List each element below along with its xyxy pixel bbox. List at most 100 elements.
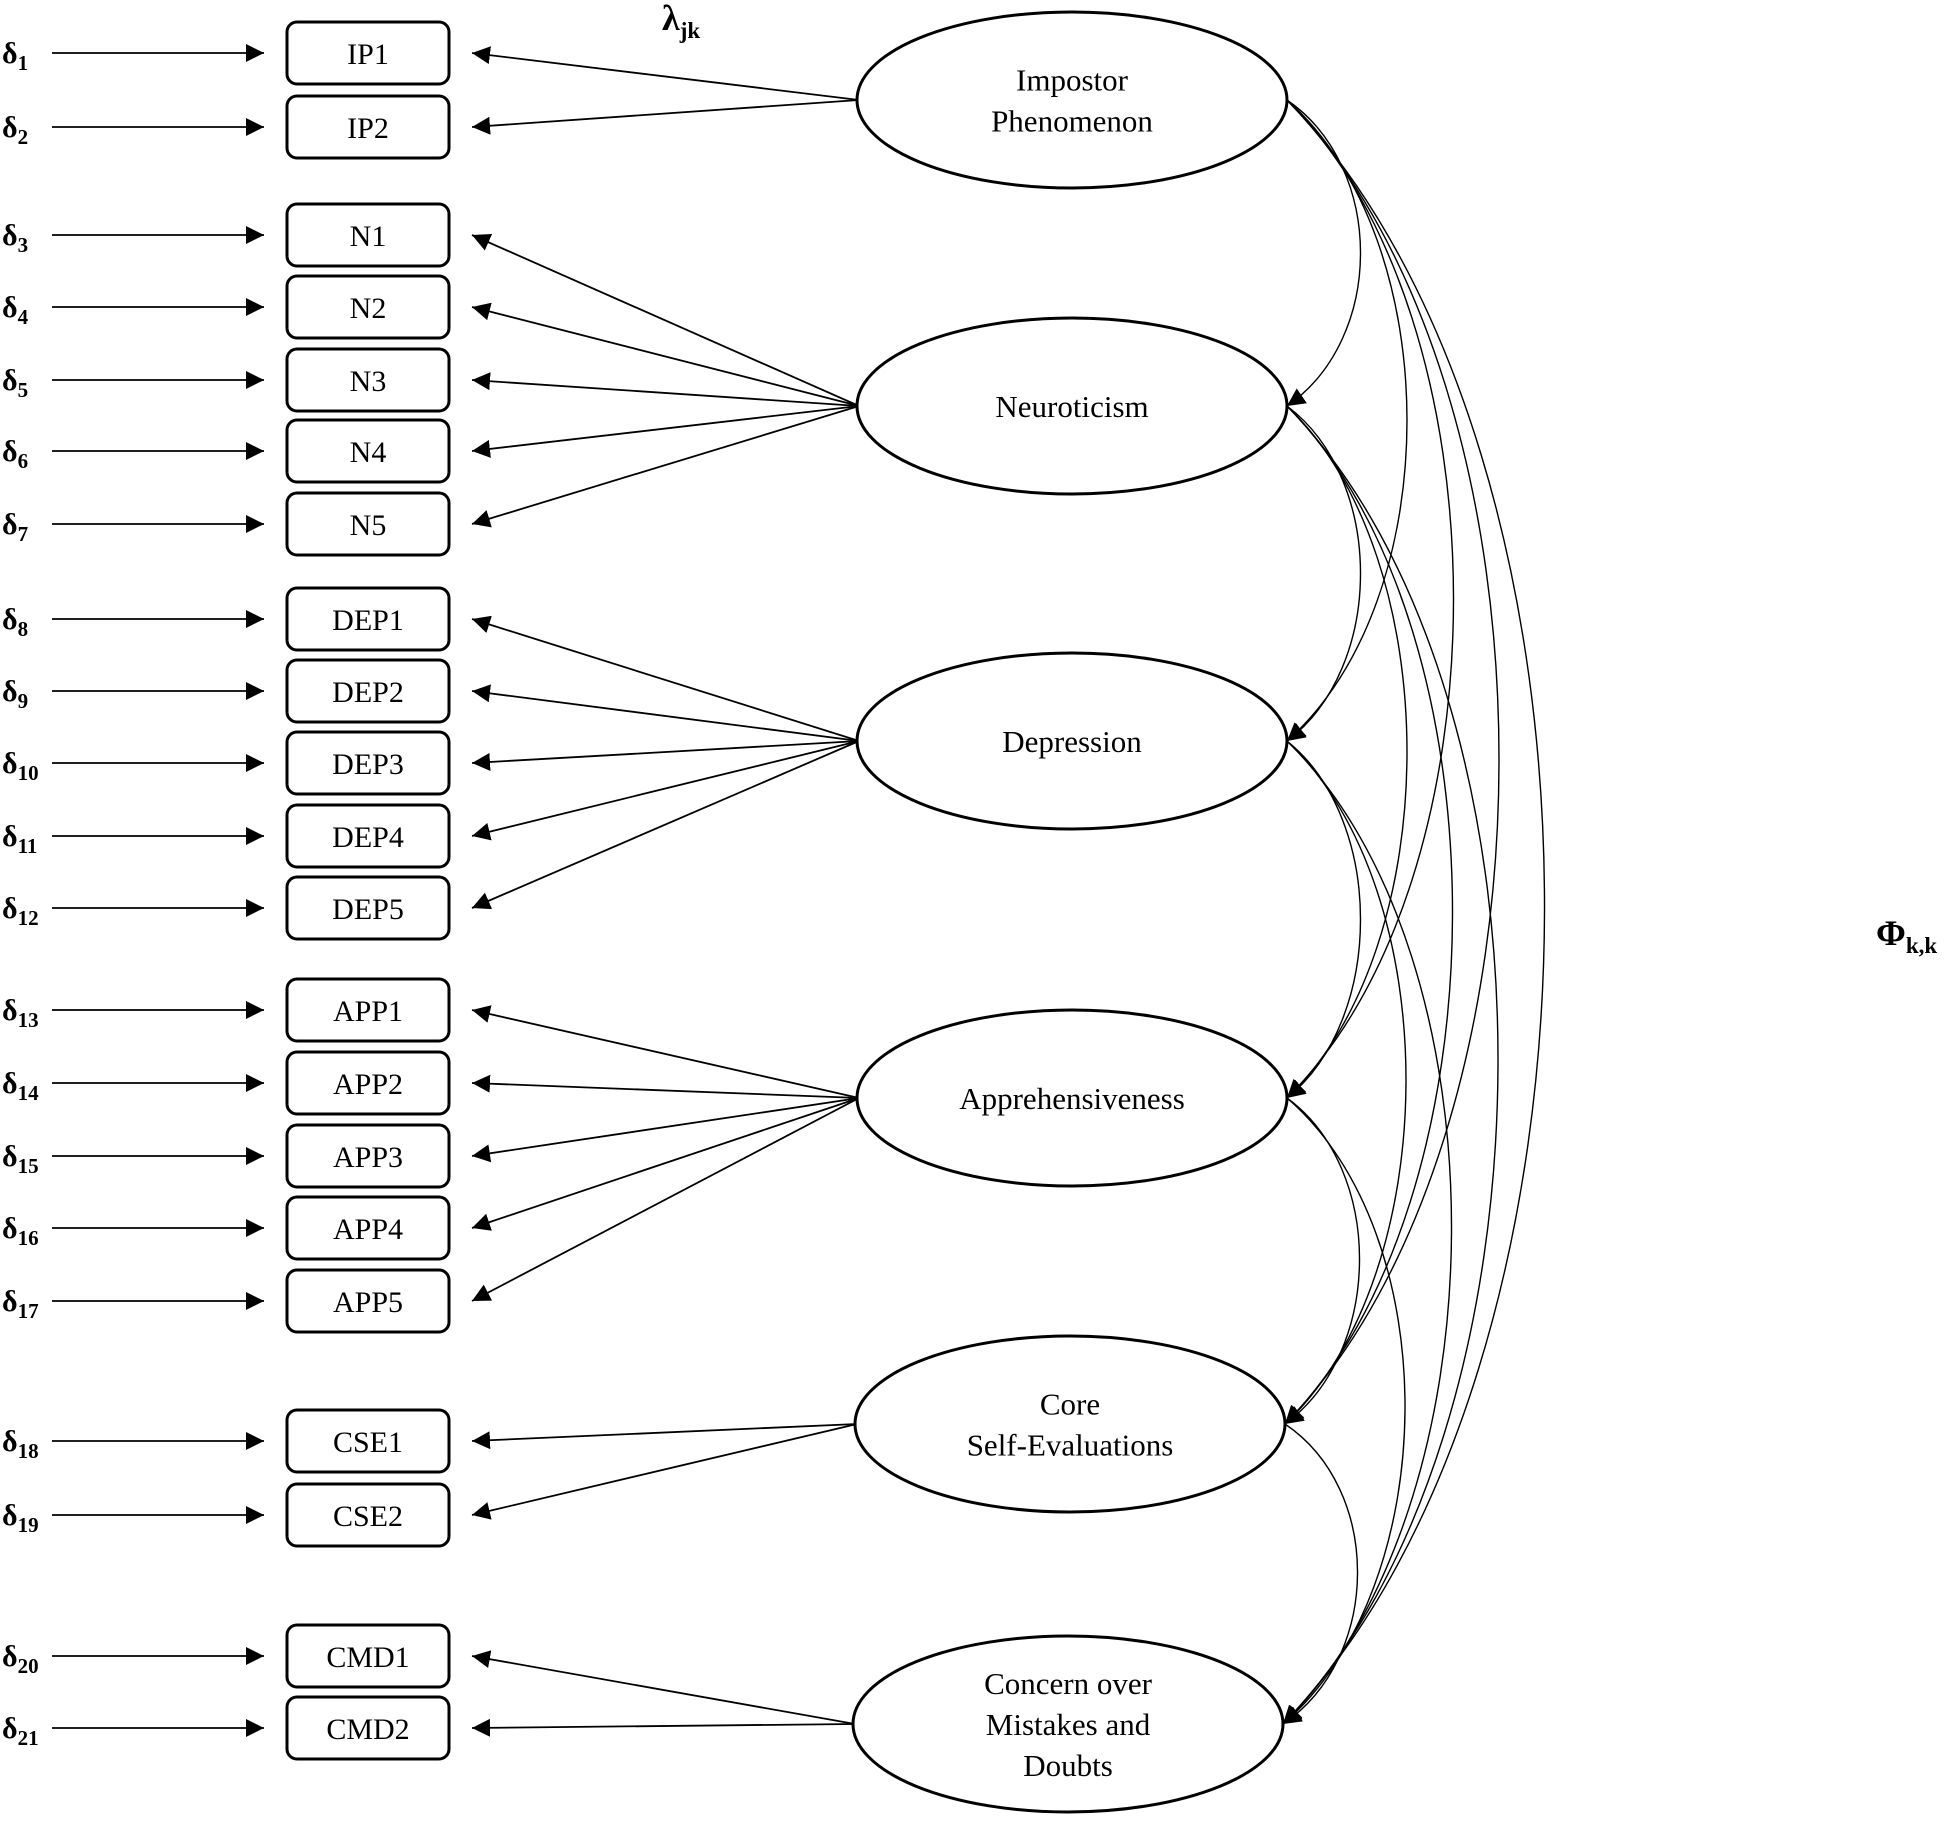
loading-arrow-cmd1	[471, 1650, 856, 1725]
indicator-box	[285, 347, 451, 413]
indicator-cse2: CSE2	[285, 1482, 451, 1548]
indicator-label: N4	[350, 436, 387, 469]
indicator-box	[285, 94, 451, 160]
loading-arrow-n2	[471, 302, 860, 407]
error-label-21: δ21	[2, 1712, 39, 1750]
indicator-dep4: DEP4	[285, 803, 451, 869]
loading-arrow-n4	[471, 405, 860, 458]
indicator-dep1: DEP1	[285, 586, 451, 652]
indicator-ip1: IP1	[285, 20, 451, 86]
error-label-16: δ16	[2, 1212, 39, 1250]
indicator-box	[285, 977, 451, 1043]
latent-factors: ImpostorPhenomenonNeuroticismDepressionA…	[851, 10, 1289, 1814]
loading-arrow-cse2	[471, 1423, 858, 1520]
factor-covariances	[1265, 80, 1546, 1725]
loading-arrow-dep3	[471, 740, 860, 771]
factor-loadings	[471, 46, 860, 1737]
indicator-label: DEP5	[332, 893, 404, 926]
indicator-label: N2	[350, 292, 387, 325]
indicator-label: DEP4	[332, 821, 404, 854]
indicator-label: IP2	[347, 112, 389, 145]
indicator-label: IP1	[347, 38, 389, 71]
factor-ellipse	[855, 651, 1289, 831]
indicator-box	[285, 491, 451, 557]
covariance-curve-ip-n	[1267, 82, 1362, 407]
indicator-box	[285, 418, 451, 484]
indicator-app2: APP2	[285, 1050, 451, 1116]
indicator-dep5: DEP5	[285, 875, 451, 941]
indicator-dep2: DEP2	[285, 658, 451, 724]
error-label-4: δ4	[2, 291, 29, 329]
indicator-box	[285, 803, 451, 869]
factor-ellipse	[851, 1634, 1285, 1814]
indicator-cmd1: CMD1	[285, 1623, 451, 1689]
loading-arrow-n1	[471, 234, 860, 407]
indicator-app3: APP3	[285, 1123, 451, 1189]
indicator-label: APP3	[333, 1141, 403, 1174]
loading-arrow-app4	[471, 1097, 860, 1231]
covariance-curve-dep-cmd	[1267, 721, 1453, 1725]
factor-label-line: Apprehensiveness	[959, 1081, 1185, 1116]
indicator-cse1: CSE1	[285, 1408, 451, 1474]
indicator-box	[285, 1623, 451, 1689]
indicator-box	[285, 202, 451, 268]
indicator-dep3: DEP3	[285, 730, 451, 796]
loading-symbol: λjk	[662, 0, 700, 43]
indicator-box	[285, 586, 451, 652]
indicator-label: APP4	[333, 1213, 403, 1246]
error-label-14: δ14	[2, 1067, 39, 1105]
loading-arrow-ip2	[471, 99, 860, 135]
factor-app: Apprehensiveness	[855, 1008, 1289, 1188]
indicator-box	[285, 730, 451, 796]
factor-label-line: Self-Evaluations	[967, 1428, 1174, 1463]
loading-arrow-dep4	[471, 740, 860, 841]
error-label-8: δ8	[2, 603, 28, 641]
factor-ellipse	[855, 316, 1289, 496]
loading-arrow-dep5	[471, 740, 860, 910]
error-label-12: δ12	[2, 892, 39, 930]
covariance-curve-n-cse	[1267, 386, 1454, 1425]
indicator-label: DEP1	[332, 604, 404, 637]
indicator-n3: N3	[285, 347, 451, 413]
covariance-curve-ip-cmd	[1268, 80, 1546, 1725]
indicator-n4: N4	[285, 418, 451, 484]
error-label-6: δ6	[2, 435, 28, 473]
indicator-box	[285, 875, 451, 941]
indicator-cmd2: CMD2	[285, 1695, 451, 1761]
covariance-curve-n-app	[1267, 387, 1408, 1099]
factor-label-line: Depression	[1002, 724, 1142, 759]
indicator-label: APP2	[333, 1068, 403, 1101]
loading-arrow-cse1	[471, 1423, 858, 1450]
loading-arrow-app1	[471, 1005, 860, 1099]
indicator-box	[285, 1408, 451, 1474]
indicator-box	[285, 20, 451, 86]
covariance-curve-app-cmd	[1267, 1079, 1406, 1725]
factor-label-line: Mistakes and	[986, 1707, 1151, 1742]
indicator-boxes: IP1IP2N1N2N3N4N5DEP1DEP2DEP3DEP4DEP5APP1…	[285, 20, 451, 1761]
covariance-symbol: Φk,k	[1876, 913, 1937, 958]
factor-n: Neuroticism	[855, 316, 1289, 496]
indicator-label: APP5	[333, 1286, 403, 1319]
loading-arrow-app3	[471, 1097, 860, 1163]
error-label-15: δ15	[2, 1140, 39, 1178]
indicator-label: CSE1	[333, 1426, 403, 1459]
indicator-label: CMD1	[326, 1641, 409, 1674]
factor-ellipse	[855, 10, 1289, 190]
indicator-label: N3	[350, 365, 387, 398]
error-label-9: δ9	[2, 675, 28, 713]
covariance-curve-dep-app	[1267, 722, 1362, 1099]
covariance-curve-ip-dep	[1267, 81, 1408, 742]
factor-ellipse	[855, 1008, 1289, 1188]
indicator-label: APP1	[333, 995, 403, 1028]
covariance-curve-ip-app	[1267, 80, 1455, 1099]
error-label-1: δ1	[2, 37, 28, 75]
indicator-app1: APP1	[285, 977, 451, 1043]
indicator-app5: APP5	[285, 1268, 451, 1334]
factor-ellipse	[853, 1334, 1287, 1514]
indicator-box	[285, 1050, 451, 1116]
error-label-18: δ18	[2, 1425, 39, 1463]
indicator-box	[285, 1123, 451, 1189]
covariance-curve-cse-cmd	[1265, 1406, 1359, 1725]
